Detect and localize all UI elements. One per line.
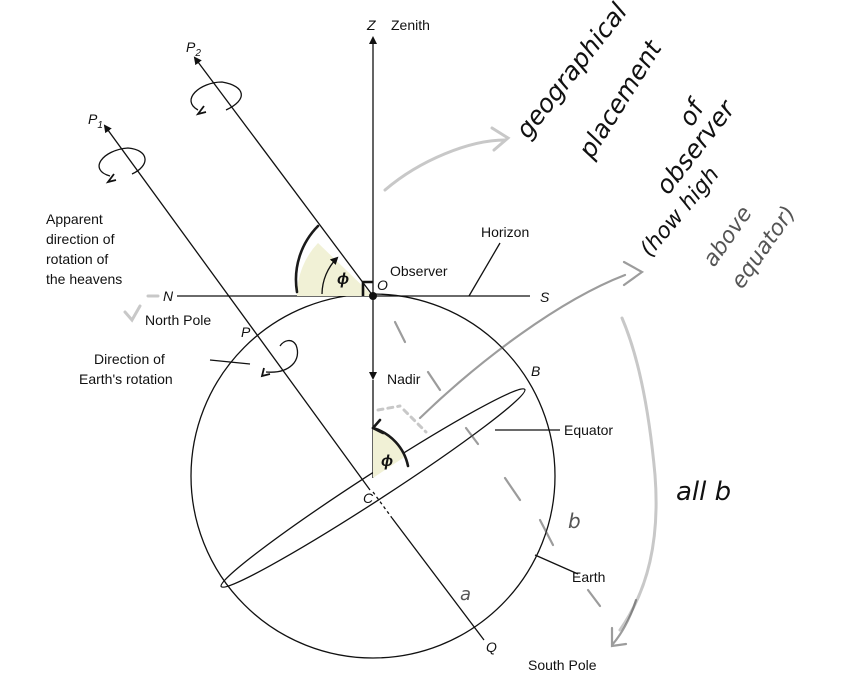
z-label: Z	[366, 17, 376, 33]
observer-axis	[193, 56, 374, 297]
pen-arrow-geographical-head	[490, 126, 511, 152]
p2-label: P2	[186, 39, 201, 59]
observer-point	[369, 292, 377, 300]
earth-label: Earth	[572, 569, 605, 585]
handwriting-b: b	[568, 509, 581, 533]
pen-tick-north	[123, 304, 142, 323]
right-angle-mark	[361, 280, 373, 296]
pen-arrow-geographical	[383, 138, 507, 192]
earth-rotation-arrow	[265, 339, 299, 373]
angle-arrow-center	[371, 418, 385, 435]
q-label: Q	[486, 639, 497, 655]
angle-wedge-top	[296, 243, 373, 296]
n-label: N	[163, 288, 174, 304]
axis-lower	[391, 517, 485, 641]
leader-earth	[534, 554, 579, 575]
apparent-label-2: direction of	[46, 231, 115, 247]
handwriting-a: a	[460, 584, 471, 605]
phi-top-label: ϕ	[337, 271, 349, 288]
pen-dash-2	[426, 370, 442, 392]
rotation-arrow-p1-head	[105, 173, 117, 184]
observer-label: Observer	[390, 263, 448, 279]
pen-dash-1	[393, 320, 407, 344]
pen-arrow-observer-head	[622, 260, 645, 287]
rotation-arrow-p2-head	[195, 105, 207, 116]
pen-dash-3	[464, 426, 480, 446]
pen-dash-4	[503, 476, 522, 502]
pen-arrow-observer	[418, 273, 627, 420]
leader-horizon	[468, 242, 501, 297]
equator-ellipse	[220, 388, 526, 588]
p-label: P	[241, 324, 251, 340]
angle-arc-top-inner	[321, 256, 339, 295]
apparent-label-4: the heavens	[46, 271, 122, 287]
angle-wedge-center	[373, 428, 406, 478]
zenith-label: Zenith	[391, 17, 430, 33]
north-pole-label: North Pole	[145, 312, 211, 328]
c-label: C	[363, 490, 374, 506]
pen-dash-5	[538, 518, 555, 547]
south-pole-label: South Pole	[528, 657, 597, 673]
earth-rotation-arrow-head	[260, 367, 271, 378]
apparent-label-1: Apparent	[46, 211, 103, 227]
horizon-label: Horizon	[481, 224, 529, 240]
handwriting-all-b: all b	[676, 477, 731, 507]
rotation-arrow-p2	[190, 81, 242, 111]
pen-dots-center	[376, 404, 428, 434]
pen-dash-6	[586, 588, 602, 608]
axis-lower-dashed	[372, 491, 393, 519]
angle-arc-top	[294, 224, 320, 294]
s-label: S	[540, 289, 550, 305]
o-label: O	[377, 277, 388, 293]
p1-label: P1	[88, 111, 103, 131]
rotation-arrow-p1	[98, 147, 146, 177]
pen-curve-b	[618, 316, 658, 632]
apparent-label-3: rotation of	[46, 251, 108, 267]
leader-direction	[209, 359, 251, 365]
direction-label-1: Direction of	[94, 351, 165, 367]
phi-center-label: ϕ	[381, 453, 393, 470]
b-label: B	[531, 363, 540, 379]
nadir-label: Nadir	[387, 371, 421, 387]
pen-arrow-south-pole	[610, 598, 638, 648]
direction-label-2: Earth's rotation	[79, 371, 173, 387]
earth-axis	[103, 124, 371, 491]
equator-label: Equator	[564, 422, 613, 438]
